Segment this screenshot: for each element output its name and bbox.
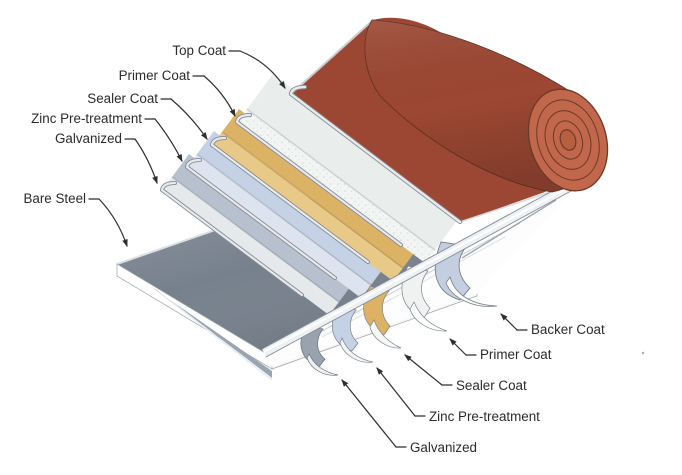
primer-edge-silver xyxy=(235,113,403,247)
galvanized-inner-face xyxy=(162,177,339,315)
top-coat-upper-edge xyxy=(290,19,374,95)
zinc-hang-inner-face xyxy=(339,337,374,363)
connector-arrow-zinc-right xyxy=(376,367,416,417)
label-top-coat: Top Coat xyxy=(172,43,226,58)
connector-arrow-sealer-left xyxy=(170,98,208,140)
labels-right: Backer Coat Primer Coat Sealer Coat Zinc… xyxy=(341,313,605,455)
connector-arrow-backer xyxy=(500,313,518,331)
galvanized-trough-shadow xyxy=(171,176,340,303)
label-primer-coat-right: Primer Coat xyxy=(480,347,552,362)
label-zinc-left: Zinc Pre-treatment xyxy=(31,111,142,126)
label-zinc-right: Zinc Pre-treatment xyxy=(429,409,540,424)
label-primer-coat-left: Primer Coat xyxy=(119,68,191,83)
connector-arrow-top-coat xyxy=(239,50,286,89)
galvanized-edge-silver xyxy=(160,181,304,297)
sealer-hang-inner-face xyxy=(369,319,402,349)
roll-ring-1 xyxy=(536,99,600,181)
zinc-edge-silver xyxy=(185,158,337,280)
connector-arrow-galvanized-left xyxy=(134,138,158,184)
sealer-trough-shadow xyxy=(221,131,404,269)
label-sealer-coat-right: Sealer Coat xyxy=(456,378,527,393)
zinc-trough-shadow xyxy=(196,153,372,286)
primer-hang-inner-face xyxy=(409,301,448,332)
primer-coat-layer xyxy=(234,74,461,263)
strip-top-edge xyxy=(261,176,579,350)
label-bare-steel: Bare Steel xyxy=(23,191,86,206)
strip-highlight xyxy=(263,180,581,353)
label-galvanized-left: Galvanized xyxy=(55,131,122,146)
sealer-edge-silver xyxy=(210,136,370,264)
backer-coat-inner-face xyxy=(445,276,498,307)
connector-arrow-primer-right xyxy=(449,338,467,356)
galvanized-hang-inner-face xyxy=(306,353,339,376)
galvanized-hang xyxy=(300,325,339,376)
connector-arrow-galvanized-right xyxy=(341,379,397,448)
coated-strip xyxy=(261,176,583,358)
zinc-inner-face xyxy=(187,154,371,298)
label-backer-coat: Backer Coat xyxy=(531,322,605,337)
coil-roll xyxy=(364,19,609,193)
label-galvanized-right: Galvanized xyxy=(410,440,477,455)
connector-arrow-sealer-right xyxy=(404,354,443,386)
speck-artifact xyxy=(641,351,645,355)
connector-arrow-bare-steel xyxy=(98,198,128,247)
sealer-inner-face xyxy=(212,132,403,281)
roll-end-face xyxy=(527,88,609,192)
primer-inner-face xyxy=(237,109,435,263)
top-coat-lower-edge xyxy=(459,189,557,223)
roll-center-hole xyxy=(559,129,577,151)
connector-arrow-primer-left xyxy=(203,75,236,117)
label-sealer-coat-left: Sealer Coat xyxy=(87,91,158,106)
primer-trough-shadow xyxy=(246,108,436,251)
connector-arrow-zinc-left xyxy=(154,118,183,162)
top-coat-edge-silver xyxy=(289,85,462,224)
primer-outer-face xyxy=(247,74,461,250)
roll-ring-2 xyxy=(544,110,592,170)
underside-silver-edge xyxy=(159,292,273,381)
strip-second-edge xyxy=(461,199,557,259)
strip-bottom-edge xyxy=(265,184,583,358)
labels-left: Top Coat Primer Coat Sealer Coat Zinc Pr… xyxy=(23,43,286,247)
galvanized-hang-surface xyxy=(300,325,326,368)
roll-ring-3 xyxy=(552,120,584,160)
